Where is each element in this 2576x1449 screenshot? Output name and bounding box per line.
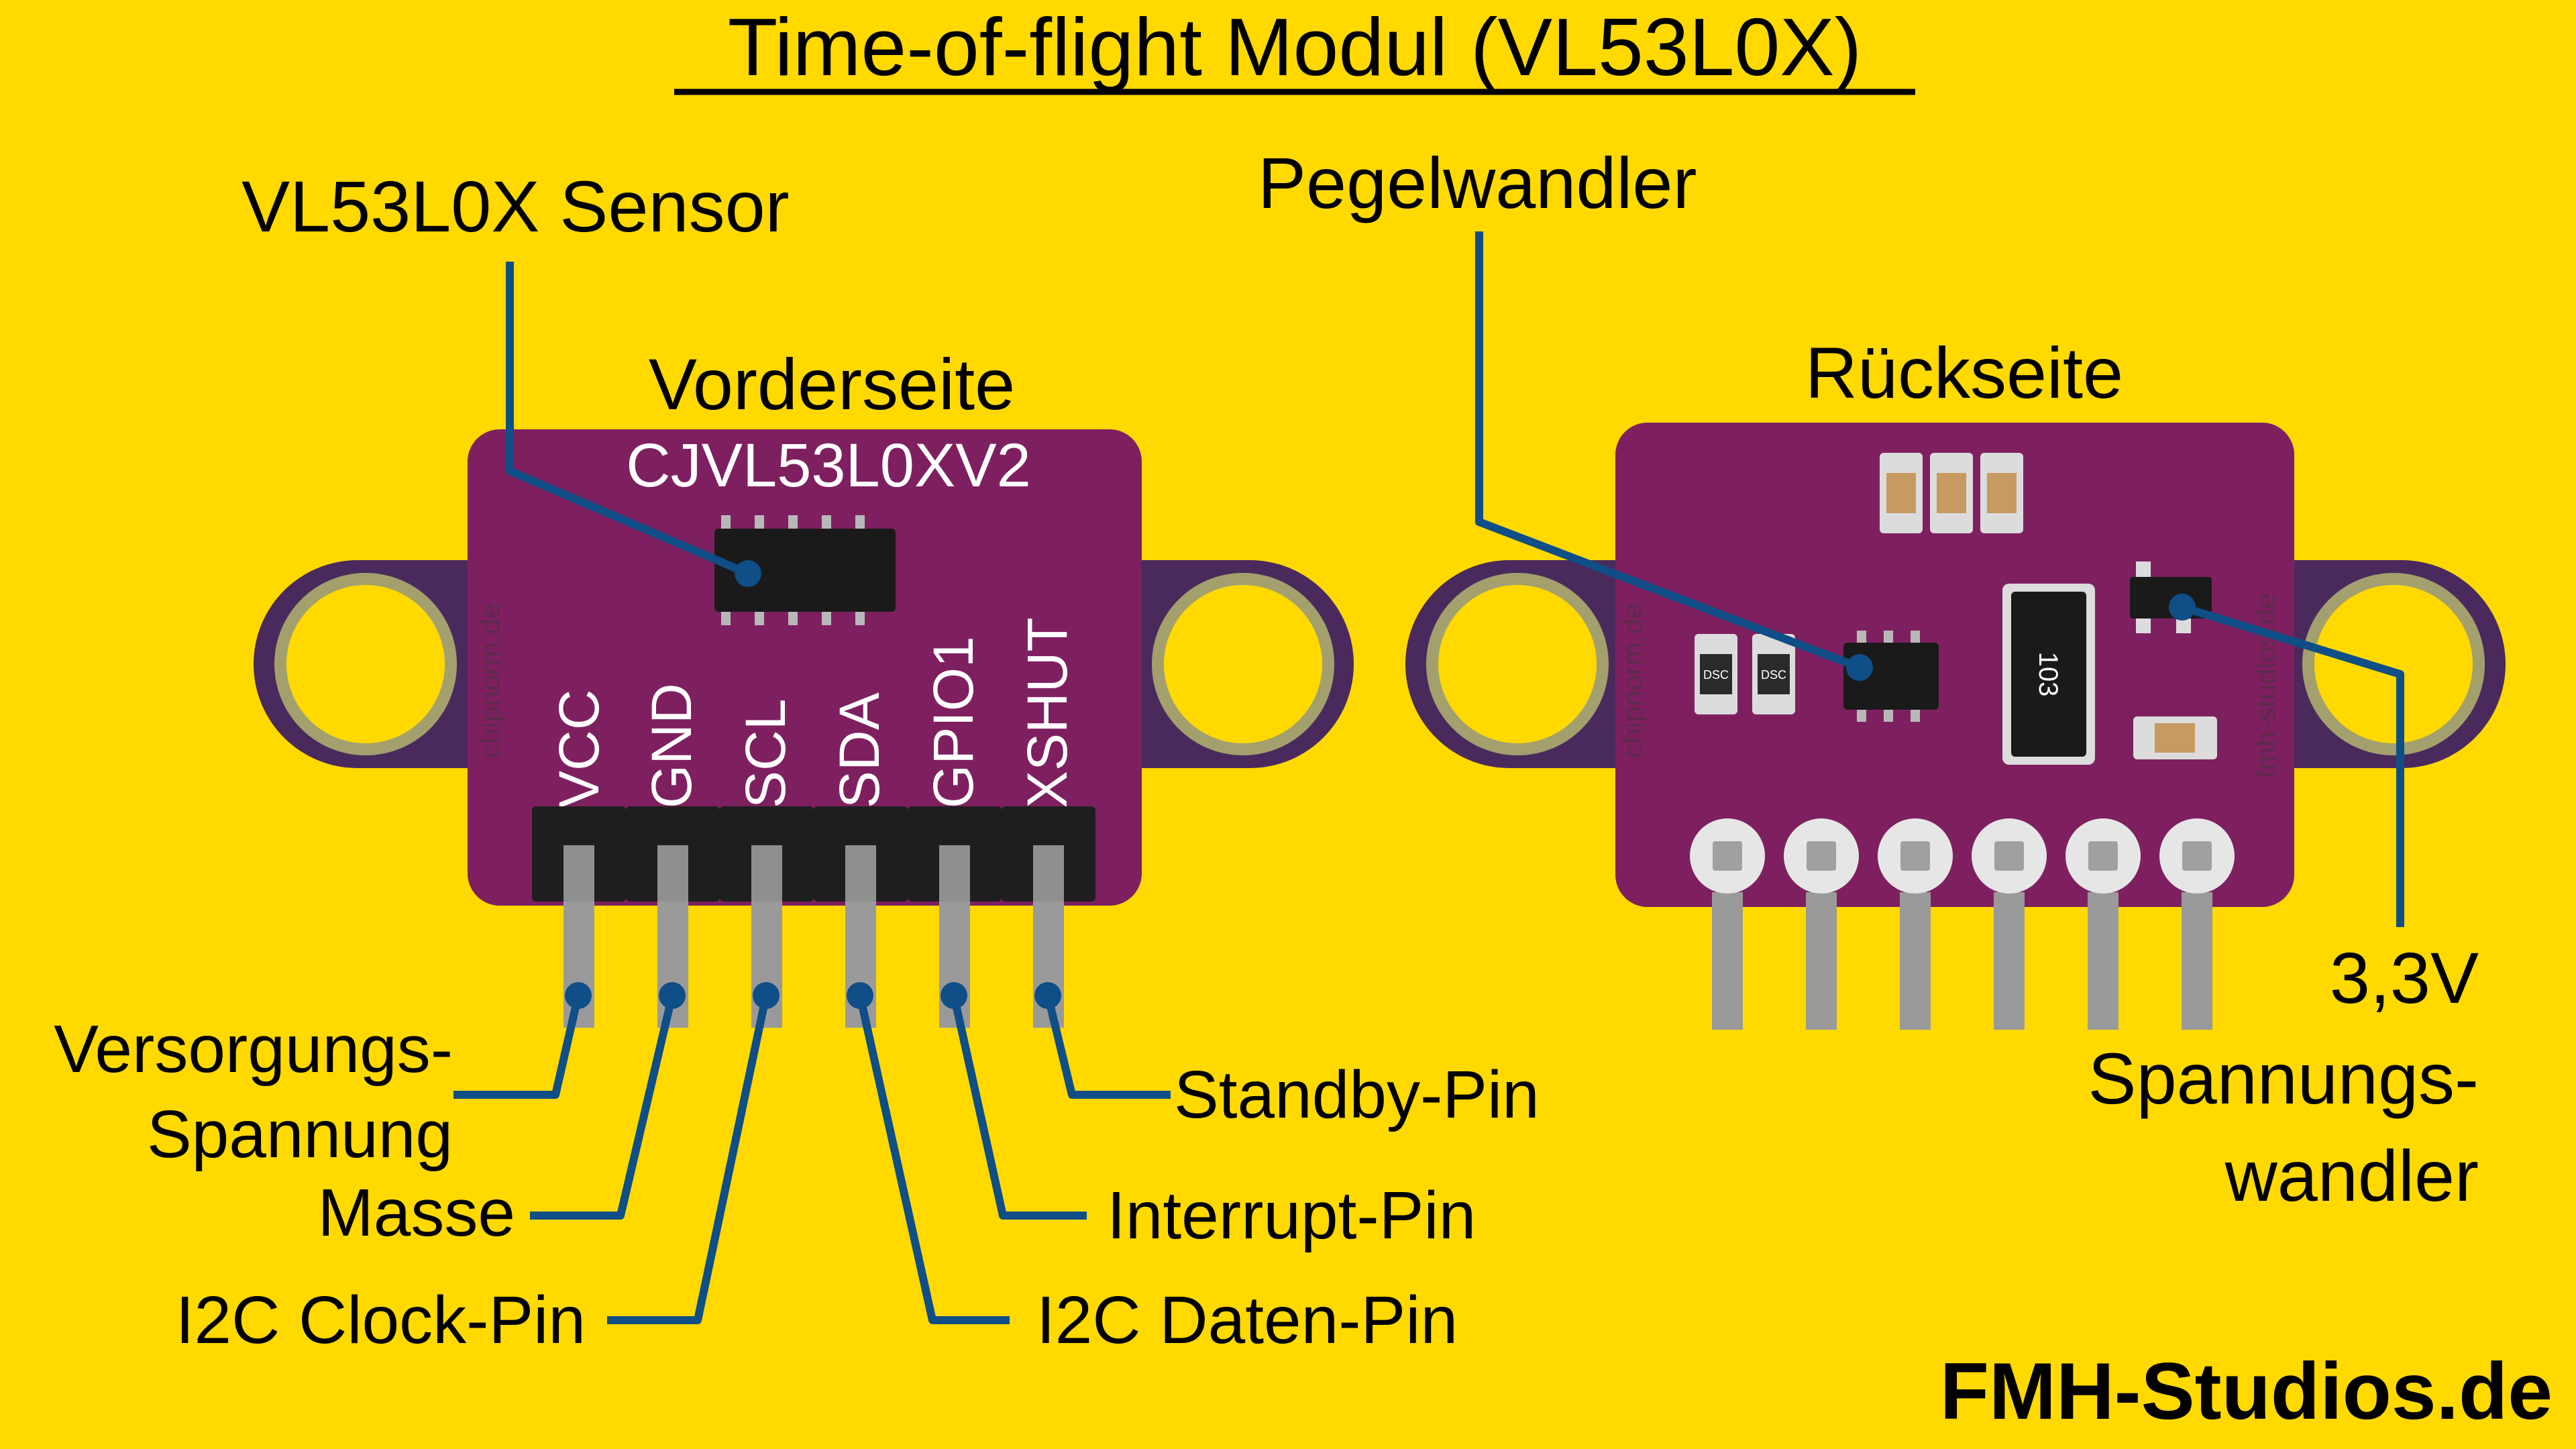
- pin-label-gpio1: GPIO1: [922, 636, 985, 808]
- back-heading: Rückseite: [1805, 332, 2123, 413]
- callout-voltage-value: 3,3V: [2330, 937, 2479, 1018]
- callout-sda: I2C Daten-Pin: [1036, 1283, 1458, 1358]
- front-board: CJVL53L0XV2 chipnorm.de VCC GND SCL SDA …: [254, 429, 1354, 1028]
- pin-label-scl: SCL: [734, 699, 797, 808]
- callout-gnd: Masse: [317, 1175, 515, 1250]
- sensor-chip: [714, 515, 896, 625]
- front-heading: Vorderseite: [649, 343, 1015, 425]
- pin-label-gnd: GND: [640, 683, 703, 808]
- leader-gnd: [530, 994, 676, 1220]
- front-left-hole: [286, 585, 445, 743]
- back-board-body: [1615, 423, 2294, 907]
- leader-sensor: [506, 262, 750, 578]
- callout-scl: I2C Clock-Pin: [176, 1283, 586, 1358]
- leader-level-shifter: [1475, 231, 1862, 672]
- brand-watermark: FMH-Studios.de: [1940, 1346, 2553, 1436]
- callout-xshut: Standby-Pin: [1174, 1057, 1540, 1132]
- leader-xshut: [1044, 994, 1171, 1099]
- page-title: Time-of-flight Modul (VL53L0X): [728, 1, 1862, 93]
- callout-voltage-regulator-line1: Spannungs-: [2088, 1038, 2479, 1119]
- front-right-hole: [1164, 585, 1322, 743]
- callout-level-shifter: Pegelwandler: [1258, 142, 1697, 223]
- front-header-block: [532, 806, 1095, 902]
- leader-lines: [453, 231, 2404, 1324]
- back-dsc-capacitors: DSC DSC: [1695, 634, 1795, 714]
- pin-label-sda: SDA: [828, 692, 891, 808]
- leader-dots: [565, 560, 2196, 1009]
- leader-sda: [856, 994, 1010, 1324]
- callout-gpio1: Interrupt-Pin: [1107, 1178, 1476, 1253]
- back-board: chipnorm.de fmh-studios.de DSC DSC: [1405, 423, 2506, 1030]
- leader-vcc: [453, 994, 582, 1099]
- level-shifter-chip: [1843, 631, 1939, 722]
- leader-gpio1: [950, 994, 1087, 1220]
- leader-voltage-regulator: [2181, 603, 2404, 927]
- back-solder-pads: [1690, 818, 2235, 894]
- callout-vcc-line2: Spannung: [147, 1097, 453, 1172]
- pin-label-vcc: VCC: [547, 690, 610, 808]
- callout-vcc-line1: Versorgungs-: [54, 1012, 453, 1087]
- back-right-hole: [2314, 585, 2473, 743]
- capacitor-label-2: DSC: [1761, 668, 1786, 682]
- leader-scl: [607, 994, 770, 1324]
- front-board-label: CJVL53L0XV2: [626, 431, 1031, 500]
- resistor-array: 103: [2002, 584, 2095, 765]
- resistor-array-label: 103: [2033, 652, 2063, 697]
- front-watermark: chipnorm.de: [474, 603, 506, 758]
- capacitor-label-1: DSC: [1703, 668, 1729, 682]
- back-watermark-right: fmh-studios.de: [2250, 594, 2282, 778]
- back-left-hole: [1438, 585, 1597, 743]
- pin-label-xshut: XSHUT: [1016, 617, 1079, 808]
- back-watermark-left: chipnorm.de: [1617, 603, 1648, 758]
- back-bottom-resistor: [2133, 716, 2217, 759]
- back-top-resistors: [1880, 453, 2023, 533]
- back-header-pins: [1712, 892, 2212, 1030]
- callout-sensor: VL53L0X Sensor: [241, 166, 790, 247]
- front-board-body: [468, 429, 1142, 906]
- callout-voltage-regulator-line2: wandler: [2224, 1135, 2479, 1216]
